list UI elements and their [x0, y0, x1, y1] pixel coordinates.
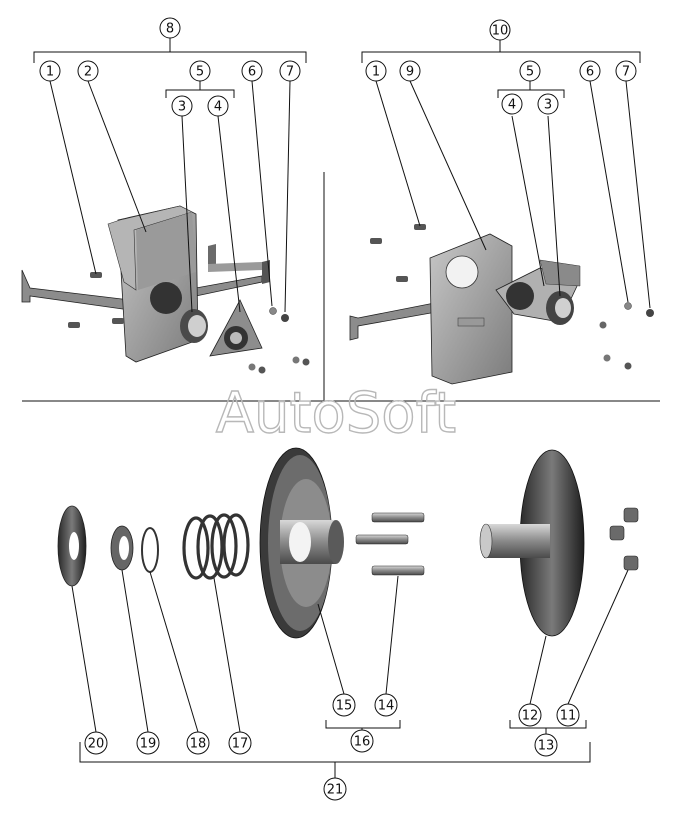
callout-21: 21	[323, 777, 347, 801]
svg-text:5: 5	[196, 65, 204, 80]
callout-10: 10	[489, 19, 511, 41]
assembly-10-parts	[349, 224, 654, 385]
svg-text:10: 10	[492, 24, 509, 39]
svg-text:4: 4	[214, 100, 222, 115]
callout-4-left: 4	[207, 95, 229, 117]
callout-4-right: 4	[501, 93, 523, 115]
svg-text:19: 19	[140, 737, 157, 752]
svg-text:16: 16	[354, 735, 371, 750]
callout-1-right: 1	[365, 60, 387, 82]
svg-text:1: 1	[372, 65, 380, 80]
svg-text:3: 3	[178, 100, 186, 115]
callout-16: 16	[350, 729, 374, 753]
callout-8: 8	[159, 17, 181, 39]
callout-5-left: 5	[189, 60, 211, 82]
svg-text:13: 13	[538, 739, 555, 754]
svg-text:18: 18	[190, 737, 207, 752]
callout-6-left: 6	[241, 60, 263, 82]
svg-text:15: 15	[336, 699, 353, 714]
svg-text:6: 6	[586, 65, 594, 80]
callout-6-right: 6	[579, 60, 601, 82]
callout-3-right: 3	[537, 93, 559, 115]
callout-2: 2	[77, 60, 99, 82]
svg-text:4: 4	[508, 98, 516, 113]
svg-text:12: 12	[522, 709, 539, 724]
svg-text:17: 17	[232, 737, 249, 752]
callout-12: 12	[518, 703, 542, 727]
callout-18: 18	[186, 731, 210, 755]
svg-text:21: 21	[327, 783, 344, 798]
svg-text:20: 20	[88, 737, 105, 752]
callout-19: 19	[136, 731, 160, 755]
leader-lines	[33, 38, 651, 778]
callout-17: 17	[228, 731, 252, 755]
svg-text:8: 8	[166, 22, 174, 37]
assembly-8-parts	[21, 205, 310, 374]
callout-7-right: 7	[615, 60, 637, 82]
callout-20: 20	[84, 731, 108, 755]
svg-text:5: 5	[526, 65, 534, 80]
callouts: 8 1 2 5 3 4 6 7 10 1 9 5 4 3 6 7 20 19 1…	[39, 17, 637, 801]
svg-text:3: 3	[544, 98, 552, 113]
svg-text:7: 7	[286, 65, 294, 80]
svg-text:11: 11	[560, 709, 577, 724]
callout-9: 9	[399, 60, 421, 82]
callout-3-left: 3	[171, 95, 193, 117]
svg-text:14: 14	[378, 699, 395, 714]
svg-text:9: 9	[406, 65, 414, 80]
callout-11: 11	[556, 703, 580, 727]
callout-5-right: 5	[519, 60, 541, 82]
svg-text:7: 7	[622, 65, 630, 80]
callout-1-left: 1	[39, 60, 61, 82]
svg-text:1: 1	[46, 65, 54, 80]
assembly-21-parts	[57, 447, 639, 639]
watermark: AutoSoft	[216, 381, 457, 446]
svg-text:2: 2	[84, 65, 92, 80]
svg-text:6: 6	[248, 65, 256, 80]
callout-7-left: 7	[279, 60, 301, 82]
callout-14: 14	[374, 693, 398, 717]
callout-13: 13	[534, 733, 558, 757]
callout-15: 15	[332, 693, 356, 717]
